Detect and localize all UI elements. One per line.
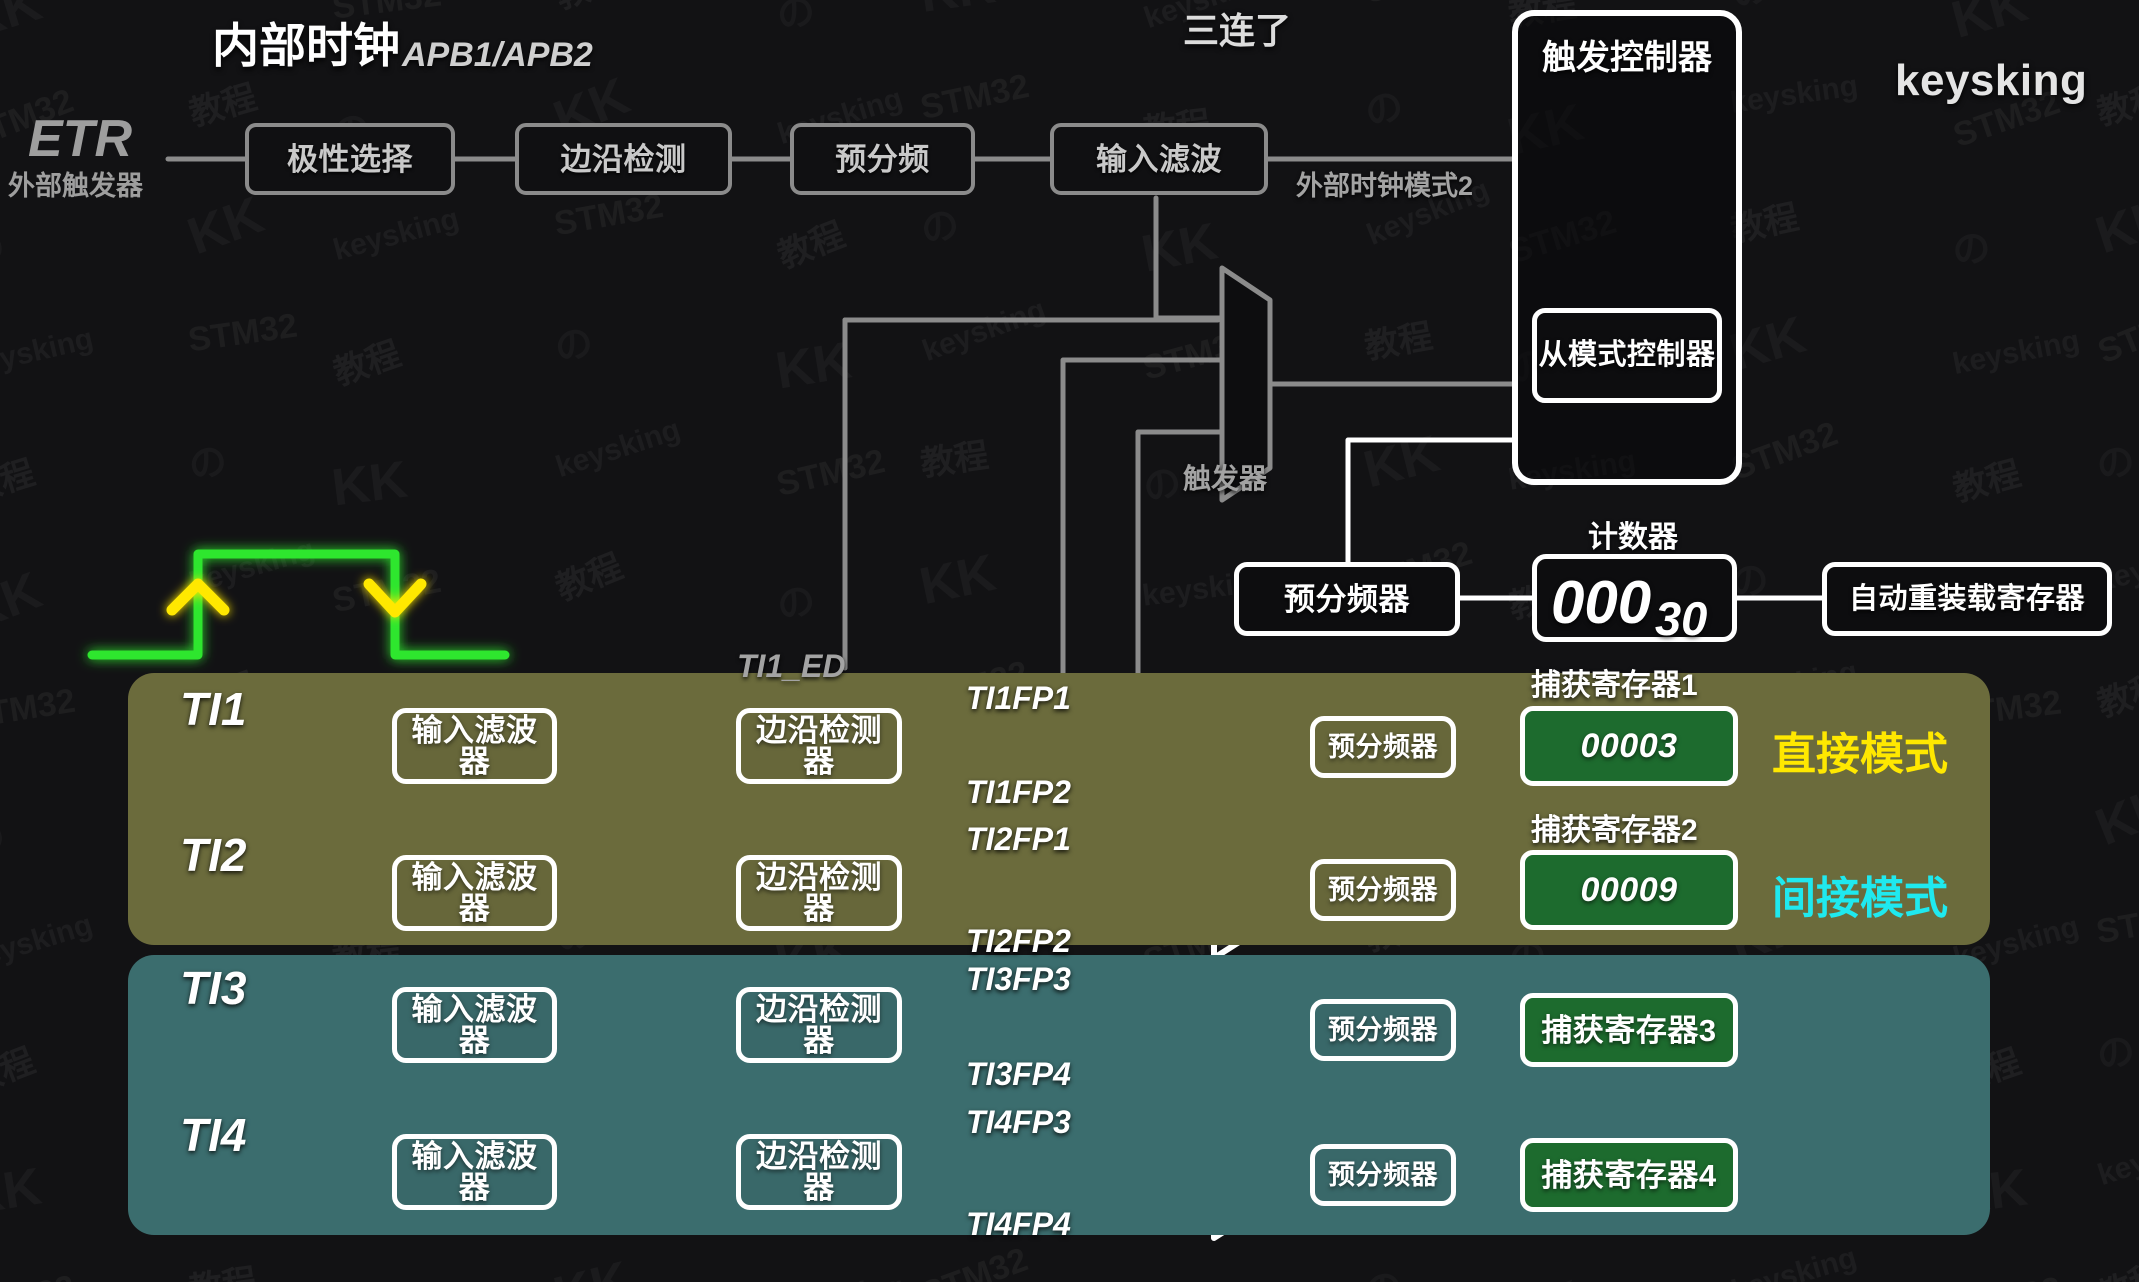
ti3-edge-detector-label: 边沿检测器 <box>756 992 882 1058</box>
ti4-input-filter-label: 输入滤波器 <box>411 1139 538 1205</box>
ti1-edge-detector-box[interactable]: 边沿检测器 <box>736 708 902 784</box>
etr-polarity-select-box[interactable]: 极性选择 <box>245 123 455 195</box>
trigger-controller-title: 触发控制器 <box>1542 39 1712 77</box>
capture-register-2-box[interactable]: 00009 <box>1520 850 1738 930</box>
ti1-ed-label: TI1_ED <box>737 648 846 684</box>
counter-title: 计数器 <box>1588 521 1678 554</box>
etr-edge-detect-label: 边沿检测 <box>560 141 687 177</box>
ti1fp2-label: TI1FP2 <box>966 774 1071 810</box>
counter-rolling-digits: 30 <box>1655 592 1708 645</box>
counter-box[interactable]: 000 30 <box>1532 554 1737 645</box>
etr-polarity-select-label: 极性选择 <box>287 141 413 177</box>
ti2fp1-label: TI2FP1 <box>966 821 1071 857</box>
ti4-input-label: TI4 <box>180 1109 247 1161</box>
slave-mode-controller-box[interactable]: 从模式控制器 <box>1532 308 1722 403</box>
ti1fp1-label: TI1FP1 <box>966 680 1071 716</box>
ti2-edge-detector-label: 边沿检测器 <box>756 860 882 926</box>
etr-prescaler-box[interactable]: 预分频 <box>790 123 975 195</box>
capture-register-1-title: 捕获寄存器1 <box>1531 669 1698 702</box>
ti4-prescaler-box[interactable]: 预分频器 <box>1310 1144 1456 1206</box>
ti1-edge-detector-label: 边沿检测器 <box>756 713 882 779</box>
ti2-prescaler-label: 预分频器 <box>1328 874 1438 905</box>
auto-reload-register-label: 自动重装载寄存器 <box>1848 582 2085 615</box>
external-clock-mode2-label: 外部时钟模式2 <box>1296 171 1474 201</box>
ti3fp4-label: TI3FP4 <box>966 1056 1071 1092</box>
ti4-edge-detector-label: 边沿检测器 <box>756 1139 882 1205</box>
counter-prescaler-box[interactable]: 预分频器 <box>1234 562 1460 636</box>
ti2-edge-detector-box[interactable]: 边沿检测器 <box>736 855 902 931</box>
ti2fp2-label: TI2FP2 <box>966 923 1071 959</box>
ti3-input-filter-box[interactable]: 输入滤波器 <box>392 987 557 1063</box>
ti1-input-label: TI1 <box>180 683 247 735</box>
etr-label: ETR <box>28 110 132 168</box>
etr-edge-detect-box[interactable]: 边沿检测 <box>515 123 732 195</box>
ti4-edge-detector-box[interactable]: 边沿检测器 <box>736 1134 902 1210</box>
counter-value: 000 <box>1551 569 1652 636</box>
ti1-input-filter-box[interactable]: 输入滤波器 <box>392 708 557 784</box>
ti4fp3-label: TI4FP3 <box>966 1104 1071 1140</box>
slave-mode-controller-label: 从模式控制器 <box>1538 339 1716 371</box>
ti4-input-filter-box[interactable]: 输入滤波器 <box>392 1134 557 1210</box>
falling-edge-arrow <box>363 578 427 618</box>
trigger-controller-box[interactable]: 触发控制器 <box>1512 10 1742 485</box>
keysking-logo: keysking <box>1895 56 2088 105</box>
ti3fp3-label: TI3FP3 <box>966 961 1071 997</box>
ti3-edge-detector-box[interactable]: 边沿检测器 <box>736 987 902 1063</box>
etr-input-filter-label: 输入滤波 <box>1096 141 1222 177</box>
internal-clock-bus-label: APB1/APB2 <box>402 36 593 74</box>
counter-prescaler-label: 预分频器 <box>1284 581 1410 617</box>
ti3-input-label: TI3 <box>180 962 247 1014</box>
ti1-prescaler-label: 预分频器 <box>1328 731 1438 762</box>
capture-register-4-label: 捕获寄存器4 <box>1541 1157 1717 1193</box>
capture-register-1-box[interactable]: 00003 <box>1520 706 1738 786</box>
trigger-mux-shape <box>1219 265 1273 503</box>
rising-edge-arrow <box>166 578 230 616</box>
etr-prescaler-label: 预分频 <box>835 141 930 177</box>
etr-input-filter-box[interactable]: 输入滤波 <box>1050 123 1268 195</box>
trigger-mux-label: 触发器 <box>1183 463 1268 494</box>
waveform-pulse <box>87 549 510 660</box>
direct-mode-label: 直接模式 <box>1772 730 1948 779</box>
ti4-prescaler-label: 预分频器 <box>1328 1159 1438 1190</box>
internal-clock-title: 内部时钟 <box>212 19 400 72</box>
ti4fp4-label: TI4FP4 <box>966 1206 1071 1242</box>
capture-register-2-title: 捕获寄存器2 <box>1531 814 1698 847</box>
ti3-prescaler-label: 预分频器 <box>1328 1014 1438 1045</box>
capture-register-4-box[interactable]: 捕获寄存器4 <box>1520 1138 1738 1212</box>
ti2-prescaler-box[interactable]: 预分频器 <box>1310 859 1456 921</box>
slave-mode-output-wire <box>1345 437 1515 601</box>
danmaku-text: 三连了 <box>1183 10 1292 51</box>
ti1-prescaler-box[interactable]: 预分频器 <box>1310 716 1456 778</box>
ti3-prescaler-box[interactable]: 预分频器 <box>1310 999 1456 1061</box>
capture-register-3-box[interactable]: 捕获寄存器3 <box>1520 993 1738 1067</box>
auto-reload-register-box[interactable]: 自动重装载寄存器 <box>1822 562 2112 636</box>
capture-register-2-value: 00009 <box>1580 871 1678 909</box>
ti2-input-filter-label: 输入滤波器 <box>411 860 538 926</box>
ti2-input-label: TI2 <box>180 829 247 881</box>
capture-register-1-value: 00003 <box>1580 727 1678 765</box>
capture-register-3-label: 捕获寄存器3 <box>1541 1012 1717 1048</box>
etr-sub-label: 外部触发器 <box>8 171 143 201</box>
ti1-input-filter-label: 输入滤波器 <box>411 713 538 779</box>
ti2-input-filter-box[interactable]: 输入滤波器 <box>392 855 557 931</box>
ti3-input-filter-label: 输入滤波器 <box>411 992 538 1058</box>
indirect-mode-label: 间接模式 <box>1772 874 1948 923</box>
trigger-mux-input-wires <box>842 317 1225 703</box>
